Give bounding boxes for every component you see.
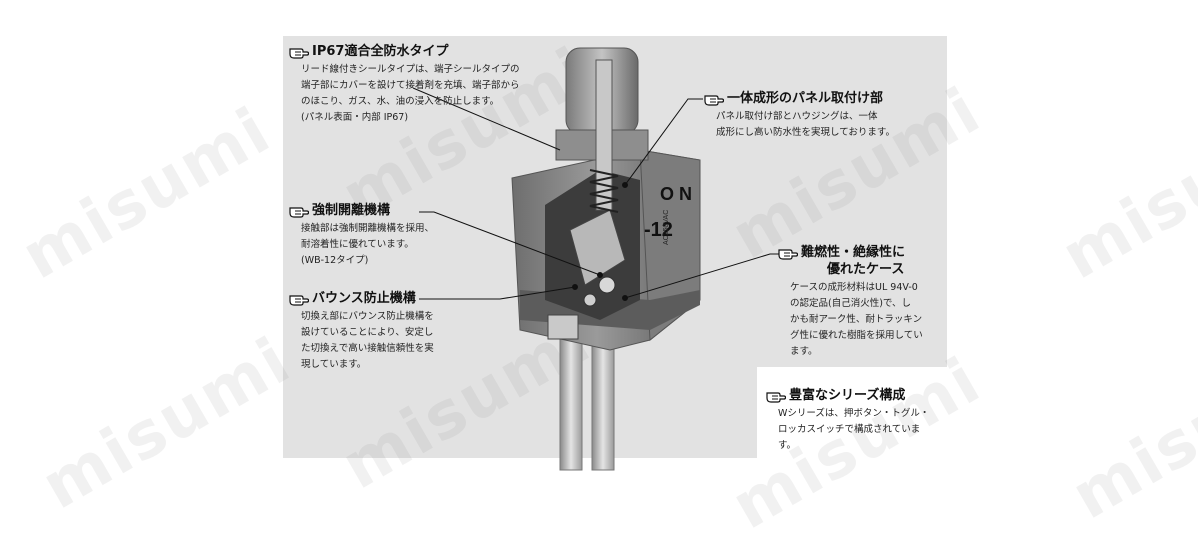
feature-text-line: リード線付きシールタイプは、端子シールタイプの	[301, 64, 520, 75]
pointing-hand-icon	[766, 390, 786, 403]
feature-text-line: Wシリーズは、押ボタン・トグル・	[778, 408, 930, 419]
feature-text-line: のほこり、ガス、水、油の浸入を防止します。	[301, 96, 500, 107]
feature-text-line: 現しています。	[301, 359, 367, 370]
feature-text-line: ます。	[790, 346, 818, 357]
feature-text-line: 設けていることにより、安定し	[301, 327, 434, 338]
feature-text-line: す。	[778, 440, 797, 451]
feature-text-line: (WB-12タイプ)	[301, 255, 369, 266]
switch-cutaway-illustration: O N -12 AC250VAC	[412, 47, 780, 471]
feature-text-line: 接触部は強制開離機構を採用、	[301, 223, 435, 234]
feature-text-line: 端子部にカバーを設けて接着剤を充填、端子部から	[301, 80, 520, 91]
feature-text-line: 成形にし高い防水性を実現しております。	[716, 127, 895, 138]
feature-text-line: た切換えで高い接触信頼性を実	[301, 343, 434, 354]
feature-ip67: IP67適合全防水タイプ リード線付きシールタイプは、端子シールタイプの 端子部…	[289, 44, 520, 126]
feature-panel-mount: 一体成形のパネル取付け部 パネル取付け部とハウジングは、一体 成形にし高い防水性…	[704, 91, 895, 141]
feature-text-line: (パネル表面・内部 IP67)	[301, 112, 409, 123]
feature-bounce-prevention: バウンス防止機構 切換え部にバウンス防止機構を 設けていることにより、安定し た…	[289, 291, 434, 373]
feature-text-line: 耐溶着性に優れています。	[301, 239, 414, 250]
case-marking-1: O N	[660, 184, 692, 204]
switch-body	[511, 47, 701, 471]
pointing-hand-icon	[778, 247, 798, 260]
feature-title: 強制開離機構	[312, 203, 391, 218]
feature-text-line: ケースの成形材料はUL 94V-0	[790, 282, 918, 293]
feature-title: バウンス防止機構	[312, 291, 416, 306]
feature-text-line: かも耐アーク性、耐トラッキン	[790, 314, 923, 325]
feature-title: 豊富なシリーズ構成	[789, 388, 906, 403]
feature-title: 難燃性・絶縁性に	[801, 245, 906, 260]
feature-forced-open: 強制開離機構 接触部は強制開離機構を採用、 耐溶着性に優れています。 (WB-1…	[289, 203, 434, 269]
feature-title-line2: 優れたケース	[827, 262, 905, 277]
series-box	[757, 367, 947, 458]
feature-text-line: パネル取付け部とハウジングは、一体	[716, 111, 878, 122]
feature-text-line: ロッカスイッチで構成されていま	[778, 424, 921, 435]
pointing-hand-icon	[289, 46, 309, 59]
leader-lines	[412, 87, 780, 301]
feature-title: 一体成形のパネル取付け部	[727, 91, 884, 106]
feature-series: 豊富なシリーズ構成 Wシリーズは、押ボタン・トグル・ ロッカスイッチで構成されて…	[766, 388, 929, 454]
pointing-hand-icon	[289, 205, 309, 218]
case-rating: AC250VAC	[663, 210, 670, 245]
pointing-hand-icon	[704, 93, 724, 106]
feature-flame-retardant: 難燃性・絶縁性に 優れたケース ケースの成形材料はUL 94V-0 の認定品(自…	[778, 245, 923, 360]
feature-text-line: グ性に優れた樹脂を採用してい	[790, 330, 923, 341]
case-marking-2: -12	[644, 219, 673, 241]
feature-text-line: 切換え部にバウンス防止機構を	[301, 311, 434, 322]
feature-title: IP67適合全防水タイプ	[312, 44, 449, 59]
pointing-hand-icon	[289, 293, 309, 306]
feature-text-line: の認定品(自己消火性)で、し	[790, 298, 912, 309]
